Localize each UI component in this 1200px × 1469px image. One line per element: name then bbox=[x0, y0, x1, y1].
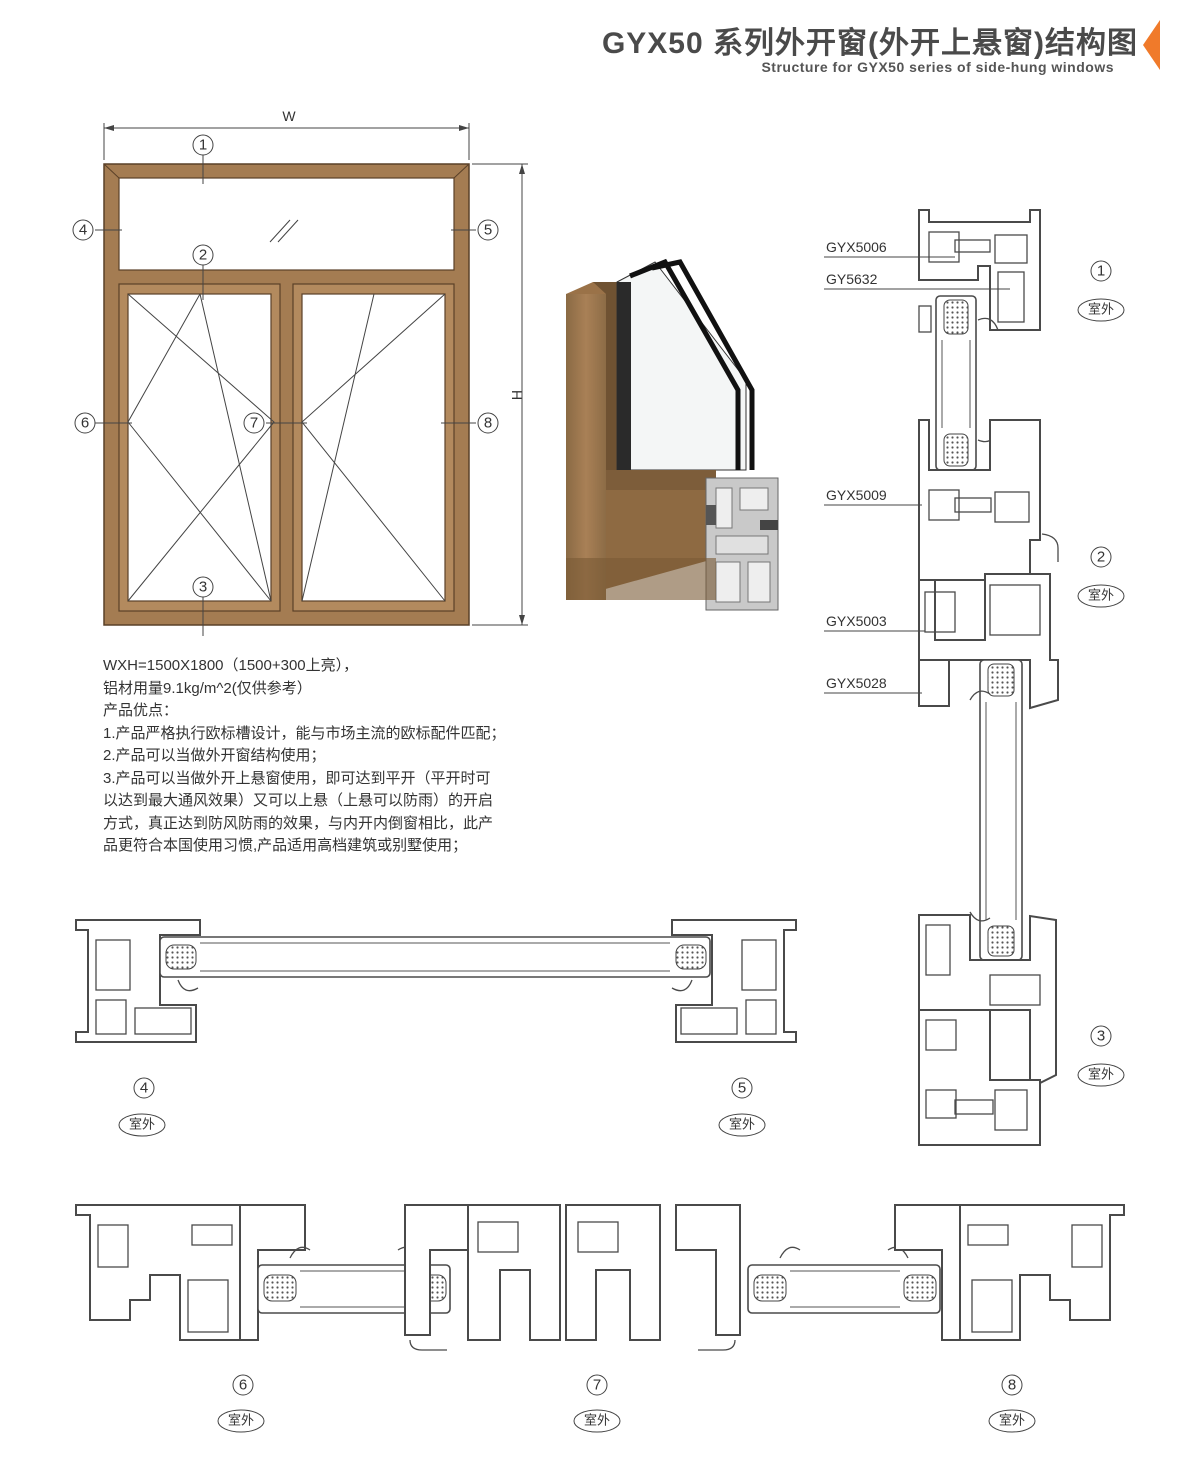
horizontal-section: 4 室外 5 室外 bbox=[75, 919, 797, 1137]
svg-text:8: 8 bbox=[1008, 1377, 1016, 1394]
width-label: W bbox=[282, 108, 296, 124]
profile-label-gyx5006: GYX5006 bbox=[826, 239, 887, 255]
marker-8: 8 bbox=[477, 412, 499, 434]
vs-marker-1: 1 bbox=[1090, 260, 1112, 282]
svg-text:5: 5 bbox=[738, 1080, 746, 1097]
hs-marker-5: 5 bbox=[731, 1077, 753, 1099]
profile-label-gyx5028: GYX5028 bbox=[826, 675, 887, 691]
desc-line-7: 以达到最大通风效果）又可以上悬（上悬可以防雨）的开启 bbox=[103, 792, 494, 809]
svg-text:2: 2 bbox=[1097, 549, 1105, 566]
ms-outdoor-tag-8: 室外 bbox=[988, 1409, 1036, 1433]
desc-line-2: 铝材用量9.1kg/m^2(仅供参考） bbox=[103, 679, 312, 697]
height-label: H bbox=[509, 390, 525, 400]
svg-text:7: 7 bbox=[593, 1377, 601, 1394]
hs-outdoor-tag-5: 室外 bbox=[718, 1113, 766, 1137]
hs-marker-4: 4 bbox=[133, 1077, 155, 1099]
ms-marker-8: 8 bbox=[1001, 1374, 1023, 1396]
vs-outdoor-tag-2: 室外 bbox=[1077, 584, 1125, 608]
marker-1: 1 bbox=[192, 134, 214, 156]
svg-text:8: 8 bbox=[484, 415, 492, 432]
desc-line-6: 3.产品可以当做外开上悬窗使用，即可达到平开（平开时可 bbox=[103, 769, 491, 787]
profile-label-gyx5003: GYX5003 bbox=[826, 613, 887, 629]
ms-marker-7: 7 bbox=[586, 1374, 608, 1396]
svg-text:室外: 室外 bbox=[228, 1413, 254, 1429]
svg-text:室外: 室外 bbox=[584, 1413, 610, 1429]
marker-5: 5 bbox=[477, 219, 499, 241]
page-title: GYX50 系列外开窗(外开上悬窗)结构图 bbox=[601, 27, 1138, 60]
ms-outdoor-tag-7: 室外 bbox=[573, 1409, 621, 1433]
ms-marker-6: 6 bbox=[232, 1374, 254, 1396]
marker-6: 6 bbox=[74, 412, 96, 434]
page-subtitle: Structure for GYX50 series of side-hung … bbox=[761, 59, 1114, 75]
desc-line-9: 品更符合本国使用习惯,产品适用高档建筑或别墅使用； bbox=[103, 837, 468, 854]
desc-line-8: 方式，真正达到防风防雨的效果，与内开内倒窗相比，此产 bbox=[103, 814, 494, 832]
svg-text:4: 4 bbox=[140, 1080, 148, 1097]
vs-outdoor-tag-1: 室外 bbox=[1077, 298, 1125, 322]
vertical-section: GYX5006 GY5632 GYX5009 GYX5003 GYX5028 1… bbox=[824, 209, 1125, 1146]
triangle-icon bbox=[1143, 20, 1160, 70]
svg-text:3: 3 bbox=[1097, 1028, 1105, 1045]
svg-text:5: 5 bbox=[484, 222, 492, 239]
vs-outdoor-tag-3: 室外 bbox=[1077, 1063, 1125, 1087]
desc-line-4: 1.产品严格执行欧标槽设计，能与市场主流的欧标配件匹配； bbox=[103, 724, 506, 742]
vs-marker-3: 3 bbox=[1090, 1025, 1112, 1047]
marker-3: 3 bbox=[192, 576, 214, 598]
marker-7: 7 bbox=[243, 412, 265, 434]
mullion-section: 6 室外 7 室外 8 室外 bbox=[75, 1204, 1125, 1433]
svg-text:室外: 室外 bbox=[729, 1117, 755, 1133]
svg-text:室外: 室外 bbox=[129, 1117, 155, 1133]
svg-text:6: 6 bbox=[239, 1377, 247, 1394]
svg-text:7: 7 bbox=[250, 415, 258, 432]
marker-4: 4 bbox=[72, 219, 94, 241]
svg-text:室外: 室外 bbox=[1088, 1067, 1114, 1083]
svg-text:2: 2 bbox=[199, 247, 207, 264]
marker-2: 2 bbox=[192, 244, 214, 266]
desc-line-1: WXH=1500X1800（1500+300上亮）， bbox=[103, 657, 359, 674]
vs-marker-2: 2 bbox=[1090, 546, 1112, 568]
product-description: WXH=1500X1800（1500+300上亮）， 铝材用量9.1kg/m^2… bbox=[103, 655, 563, 858]
window-elevation: W H 1 2 bbox=[72, 108, 528, 636]
svg-text:1: 1 bbox=[199, 137, 207, 154]
hs-outdoor-tag-4: 室外 bbox=[118, 1113, 166, 1137]
desc-line-3: 产品优点： bbox=[103, 702, 179, 719]
svg-text:6: 6 bbox=[81, 415, 89, 432]
svg-text:1: 1 bbox=[1097, 263, 1105, 280]
ms-outdoor-tag-6: 室外 bbox=[217, 1409, 265, 1433]
svg-text:室外: 室外 bbox=[999, 1413, 1025, 1429]
svg-text:4: 4 bbox=[79, 222, 87, 239]
svg-text:室外: 室外 bbox=[1088, 588, 1114, 604]
profile-label-gy5632: GY5632 bbox=[826, 271, 878, 287]
svg-text:3: 3 bbox=[199, 579, 207, 596]
profile-label-gyx5009: GYX5009 bbox=[826, 487, 887, 503]
profile-corner-render bbox=[566, 258, 779, 611]
svg-text:室外: 室外 bbox=[1088, 302, 1114, 318]
desc-line-5: 2.产品可以当做外开窗结构使用； bbox=[103, 747, 326, 764]
